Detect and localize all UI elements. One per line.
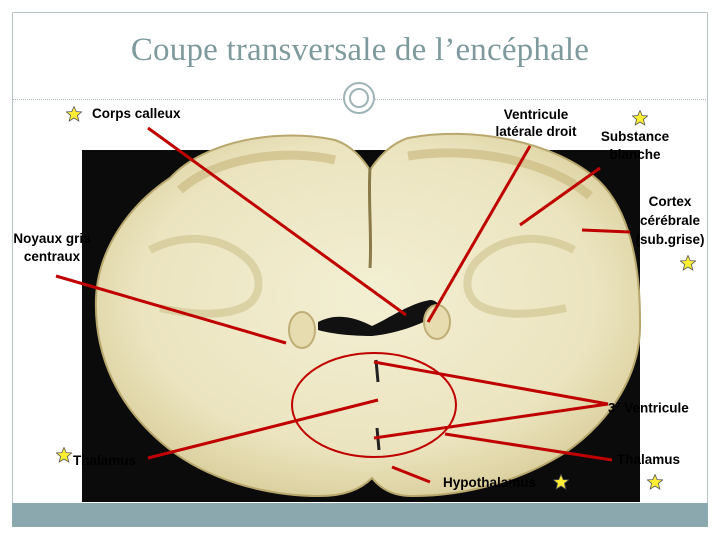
- label-cortex-line2: cérébrale: [639, 213, 701, 228]
- cortex-band: [176, 148, 593, 200]
- pointer-ventricule: [426, 145, 532, 323]
- pointer-lines: [55, 126, 631, 484]
- longitudinal-fissure: [367, 167, 373, 269]
- label-noyaux-gris: Noyaux gris centraux: [2, 230, 102, 266]
- label-3e-ventricule: 3e Ventricule: [608, 394, 689, 419]
- label-3e-number: 3: [608, 400, 616, 416]
- gyrus-right: [463, 235, 576, 318]
- pointer-substance: [519, 166, 601, 227]
- label-substance-line1: Substance: [600, 129, 670, 144]
- star-icon: [553, 474, 569, 490]
- label-3e-superscript: e: [615, 399, 621, 409]
- label-ventricule-lateral: Ventricule latérale droit: [482, 106, 590, 140]
- thalamus-outline: [291, 352, 457, 458]
- pointer-3e-b: [373, 402, 609, 440]
- caudate-right: [423, 304, 451, 340]
- pointer-thalamus-left: [147, 398, 379, 460]
- label-ventricule-line2: latérale droit: [495, 124, 577, 139]
- star-icon: [632, 110, 648, 126]
- gyrus-left: [148, 235, 263, 318]
- star-icon: [66, 106, 82, 122]
- label-noyaux-line2: centraux: [23, 249, 81, 264]
- label-cortex: Cortex cérébrale (sub.grise): [622, 192, 718, 249]
- pointer-hypothalamus: [391, 465, 431, 484]
- label-corps-calleux: Corps calleux: [92, 106, 181, 121]
- pointer-cortex: [581, 228, 631, 234]
- slide-title: Coupe transversale de l’encéphale: [130, 32, 590, 68]
- lateral-ventricles: [318, 300, 440, 336]
- label-substance-blanche: Substance blanche: [588, 128, 682, 164]
- label-hypothalamus: Hypothalamus: [443, 475, 537, 490]
- pointer-noyaux: [55, 274, 287, 345]
- circle-emblem-icon: [343, 82, 375, 114]
- label-thalamus-right: Thalamus: [617, 452, 681, 467]
- star-icon: [56, 447, 72, 463]
- footer-bar: [12, 503, 708, 527]
- star-icon: [647, 474, 663, 490]
- pointer-3e-a: [373, 360, 609, 406]
- label-substance-line2: blanche: [609, 147, 661, 162]
- label-ventricule-line1: Ventricule: [503, 107, 569, 122]
- pointer-thalamus-right: [444, 432, 613, 462]
- pointer-corps-calleux: [147, 126, 407, 317]
- star-icon: [680, 255, 696, 271]
- label-noyaux-line1: Noyaux gris: [13, 231, 91, 246]
- label-3e-text: Ventricule: [620, 400, 689, 416]
- label-cortex-line3: (sub.grise): [635, 232, 705, 247]
- label-cortex-line1: Cortex: [648, 194, 692, 209]
- label-thalamus-left: Thalamus: [73, 453, 137, 468]
- caudate-left: [288, 311, 316, 349]
